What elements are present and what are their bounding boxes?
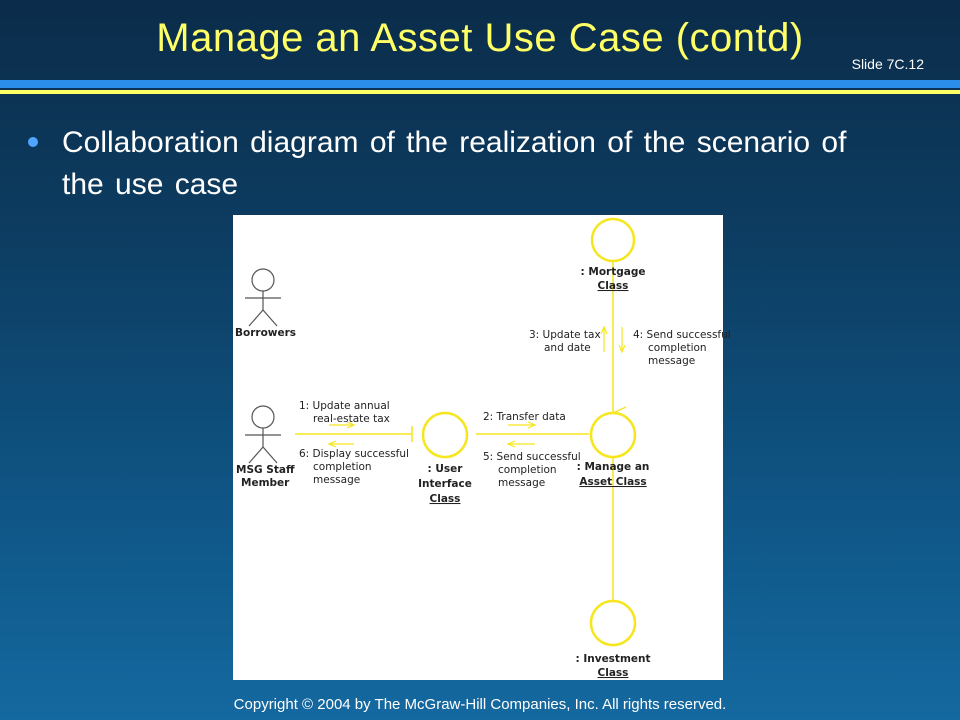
- slide-title: Manage an Asset Use Case (contd): [156, 16, 804, 60]
- message-6-line3: message: [313, 474, 360, 486]
- slide-number: Slide 7C.12: [851, 56, 924, 72]
- object-manage-control-mark: [612, 406, 627, 414]
- title-rule-yellow: [0, 90, 960, 94]
- object-manage-label-line1: : Manage an: [577, 461, 650, 473]
- message-4-line2: completion: [648, 342, 707, 354]
- actor-staff-icon: [245, 405, 281, 464]
- message-arrows: [329, 327, 622, 444]
- object-ui-label-line2: Interface: [418, 478, 472, 490]
- links: [295, 262, 614, 601]
- message-4-line3: message: [648, 355, 695, 367]
- actor-staff-label-line1: MSG Staff: [236, 464, 295, 476]
- object-mortgage-icon: [590, 217, 636, 263]
- message-5-line1: 5: Send successful: [483, 451, 581, 463]
- actor-borrowers-label: Borrowers: [235, 327, 296, 339]
- object-investment-label-line2: Class: [598, 667, 629, 679]
- object-mortgage-label-line2: Class: [598, 280, 629, 292]
- object-ui-label-line1: : User: [428, 463, 464, 475]
- bullet-dot: [28, 137, 38, 147]
- message-4-line1: 4: Send successful: [633, 329, 731, 341]
- object-manage-label-line2: Asset Class: [579, 476, 646, 488]
- collaboration-diagram: Borrowers MSG Staff Member: [233, 215, 731, 680]
- object-mortgage-label-line1: : Mortgage: [581, 266, 646, 278]
- message-3-line2: and date: [544, 342, 591, 354]
- bullet-text: Collaboration diagram of the realization…: [62, 126, 847, 201]
- message-3-line1: 3: Update tax: [529, 329, 601, 341]
- message-2: 2: Transfer data: [483, 411, 566, 423]
- message-5-line2: completion: [498, 464, 557, 476]
- copyright-footer: Copyright © 2004 by The McGraw-Hill Comp…: [233, 696, 727, 713]
- message-5-line3: message: [498, 477, 545, 489]
- message-1-line2: real-estate tax: [313, 413, 390, 425]
- message-6-line2: completion: [313, 461, 372, 473]
- message-6-line1: 6: Display successful: [299, 448, 409, 460]
- diagram-canvas: Borrowers MSG Staff Member: [235, 217, 731, 679]
- object-investment-label-line1: : Investment: [575, 653, 650, 665]
- object-ui-label-line3: Class: [430, 493, 461, 505]
- title-rule-blue: [0, 80, 960, 88]
- actor-borrowers-icon: [245, 268, 281, 327]
- object-investment-icon: [589, 599, 637, 647]
- message-1-line1: 1: Update annual: [299, 400, 390, 412]
- actor-staff-label-line2: Member: [241, 477, 290, 489]
- object-ui-icon: [421, 411, 469, 459]
- object-manage-icon: [589, 411, 637, 459]
